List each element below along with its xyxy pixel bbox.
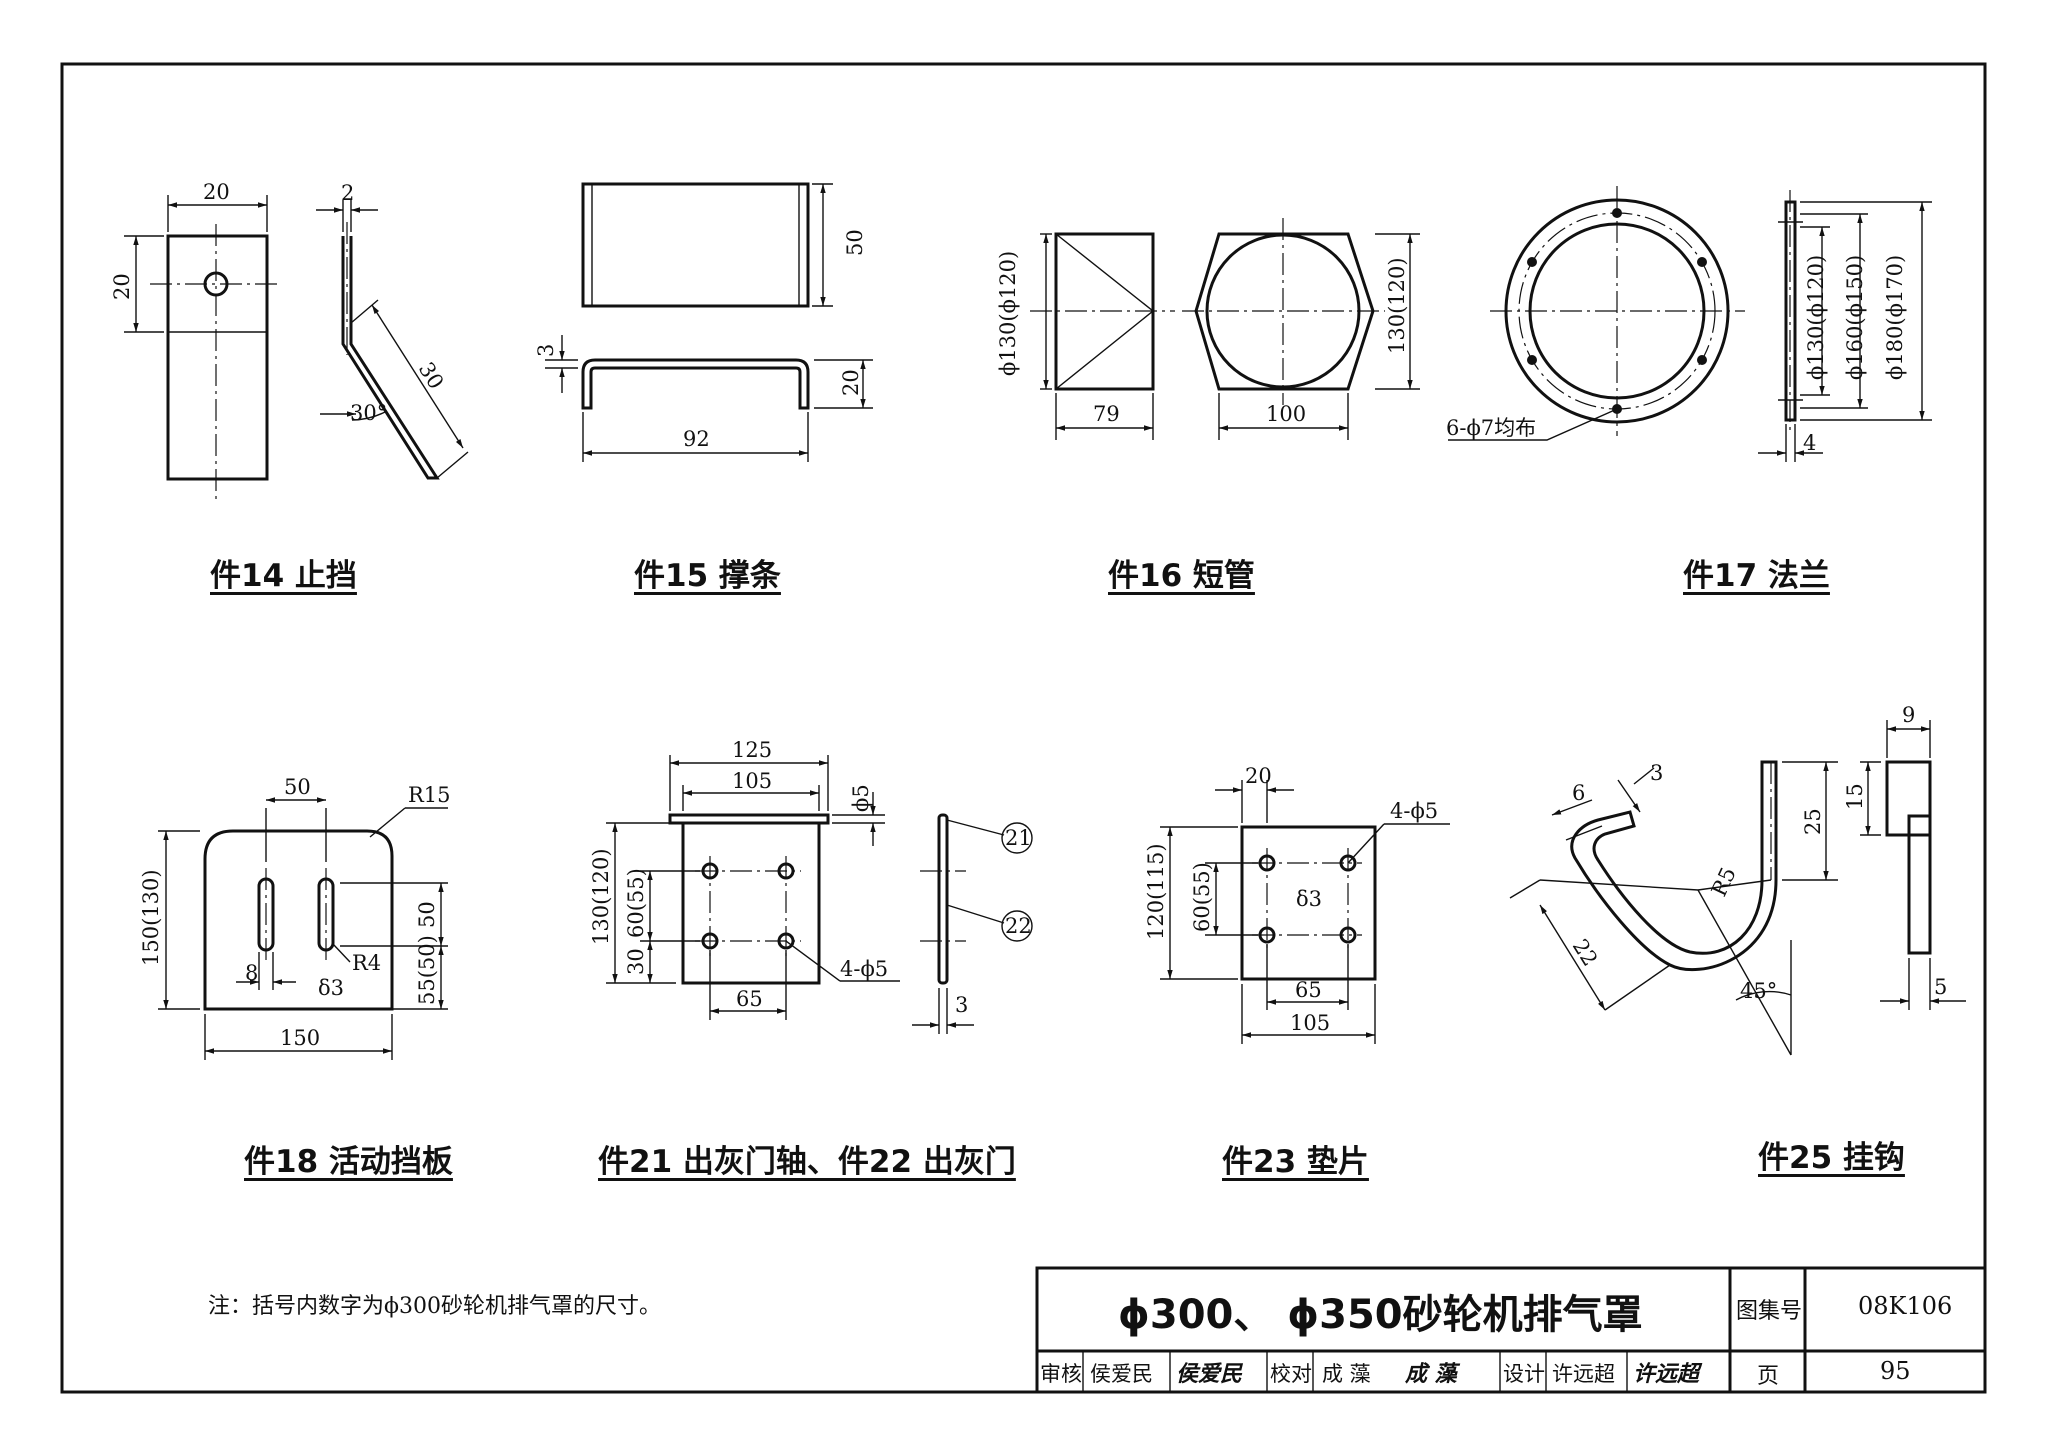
- p18-dim-w: 150: [280, 1026, 320, 1050]
- p18-dim-h: 150(130): [139, 869, 163, 966]
- p25-dim-w9: 9: [1902, 703, 1915, 727]
- p18-dim-bottom: 55(50): [415, 935, 439, 1005]
- caption-part-15: 件15 撑条: [634, 558, 781, 594]
- p21-dim-w65: 65: [736, 987, 763, 1011]
- p17-dim-t: 4: [1803, 431, 1816, 455]
- p14-dim-length: 30: [414, 358, 449, 393]
- p23-dim-h: 120(115): [1144, 843, 1168, 940]
- p21-dim-h30: 30: [624, 948, 648, 975]
- p25-dim-r5: R5: [1707, 864, 1741, 901]
- part-16-drawing: [1030, 218, 1420, 440]
- caption-part-23: 件23 垫片: [1222, 1144, 1369, 1180]
- p18-dim-thick: δ3: [318, 976, 344, 1000]
- caption-part-17: 件17 法兰: [1683, 558, 1830, 594]
- sheet-border: [60, 62, 1987, 1394]
- part-21-22-drawing: [606, 755, 1033, 1034]
- p16-dim-h: 130(120): [1385, 257, 1409, 354]
- part-18-drawing: [158, 797, 448, 1060]
- designer-name: 许远超: [1552, 1362, 1615, 1386]
- p21-dim-t3: 3: [955, 993, 968, 1017]
- drawing-title: ϕ300、 ϕ350砂轮机排气罩: [1118, 1292, 1643, 1338]
- p21-dim-holes: 4-ϕ5: [840, 957, 888, 981]
- p25-dim-h15: 15: [1843, 783, 1867, 810]
- p18-dim-spacing: 50: [284, 775, 311, 799]
- p21-dim-w125: 125: [732, 738, 772, 762]
- p18-dim-r15: R15: [408, 783, 451, 807]
- p21-tag-22: 22: [1005, 914, 1032, 938]
- page-number: 95: [1880, 1357, 1911, 1385]
- checker-name: 成 藻: [1322, 1362, 1371, 1386]
- design-label: 设计: [1503, 1362, 1545, 1386]
- caption-part-21-22: 件21 出灰门轴、件22 出灰门: [598, 1144, 1016, 1180]
- p25-dim-d25: 25: [1801, 808, 1825, 835]
- title-block-grid: [1035, 1266, 1987, 1394]
- p21-tag-21: 21: [1005, 826, 1032, 850]
- p15-dim-t: 3: [534, 344, 558, 357]
- p23-dim-w65: 65: [1295, 978, 1322, 1002]
- drawing-note: 注：括号内数字为ϕ300砂轮机排气罩的尺寸。: [208, 1294, 661, 1319]
- p25-dim-d6: 6: [1572, 781, 1585, 805]
- p23-dim-d20: 20: [1245, 764, 1272, 788]
- p23-dim-w105: 105: [1290, 1011, 1330, 1035]
- p18-dim-slot-h: 50: [415, 901, 439, 928]
- p25-dim-d22: 22: [1568, 935, 1603, 970]
- p17-dim-d1: ϕ130(ϕ120): [1804, 255, 1828, 380]
- p21-dim-h60: 60(55): [624, 868, 648, 938]
- p15-dim-len: 92: [683, 427, 710, 451]
- part-25-drawing: [1509, 720, 1966, 1056]
- designer-signature: 许远超: [1633, 1361, 1700, 1387]
- p21-dim-w105: 105: [732, 769, 772, 793]
- page-label: 页: [1757, 1364, 1780, 1389]
- caption-part-16: 件16 短管: [1108, 558, 1255, 594]
- reviewer-signature: 侯爱民: [1176, 1361, 1243, 1387]
- p17-dim-d2: ϕ160(ϕ150): [1843, 255, 1867, 380]
- p14-dim-height: 20: [110, 273, 134, 300]
- p23-dim-h60: 60(55): [1190, 862, 1214, 932]
- p14-dim-angle: 30°: [350, 401, 387, 425]
- p17-dim-holes: 6-ϕ7均布: [1446, 416, 1536, 440]
- p23-dim-thick: δ3: [1296, 887, 1322, 911]
- caption-part-25: 件25 挂钩: [1758, 1140, 1905, 1176]
- caption-part-14: 件14 止挡: [210, 558, 357, 594]
- atlas-label: 图集号: [1736, 1299, 1803, 1324]
- p16-dim-len: 79: [1093, 402, 1120, 426]
- checker-signature: 成 藻: [1405, 1361, 1457, 1387]
- p16-dim-w: 100: [1266, 402, 1306, 426]
- review-label: 审核: [1040, 1362, 1082, 1386]
- p18-dim-slot-w: 8: [245, 961, 258, 985]
- p14-dim-thick: 2: [341, 181, 354, 205]
- p21-dim-h: 130(120): [589, 848, 613, 945]
- check-label: 校对: [1270, 1362, 1312, 1386]
- p21-dim-phi5: ϕ5: [849, 784, 873, 812]
- part-23-drawing: [1160, 780, 1450, 1044]
- p25-dim-angle: 45°: [1740, 979, 1777, 1003]
- atlas-number: 08K106: [1858, 1292, 1953, 1320]
- part-17-drawing: [1448, 186, 1932, 462]
- p25-dim-w5: 5: [1934, 975, 1947, 999]
- caption-part-18: 件18 活动挡板: [244, 1144, 453, 1180]
- p17-dim-d3: ϕ180(ϕ170): [1883, 255, 1907, 380]
- p25-dim-d3: 3: [1650, 761, 1663, 785]
- p16-dim-dia: ϕ130(ϕ120): [996, 251, 1020, 376]
- part-15-drawing: [545, 182, 873, 462]
- part-14-drawing: [124, 195, 469, 500]
- p15-dim-h: 50: [843, 229, 867, 256]
- p14-dim-width: 20: [203, 180, 230, 204]
- p18-dim-r4: R4: [352, 951, 381, 975]
- reviewer-name: 侯爱民: [1090, 1362, 1153, 1386]
- p23-dim-holes: 4-ϕ5: [1390, 799, 1438, 823]
- p15-dim-bend: 20: [839, 369, 863, 396]
